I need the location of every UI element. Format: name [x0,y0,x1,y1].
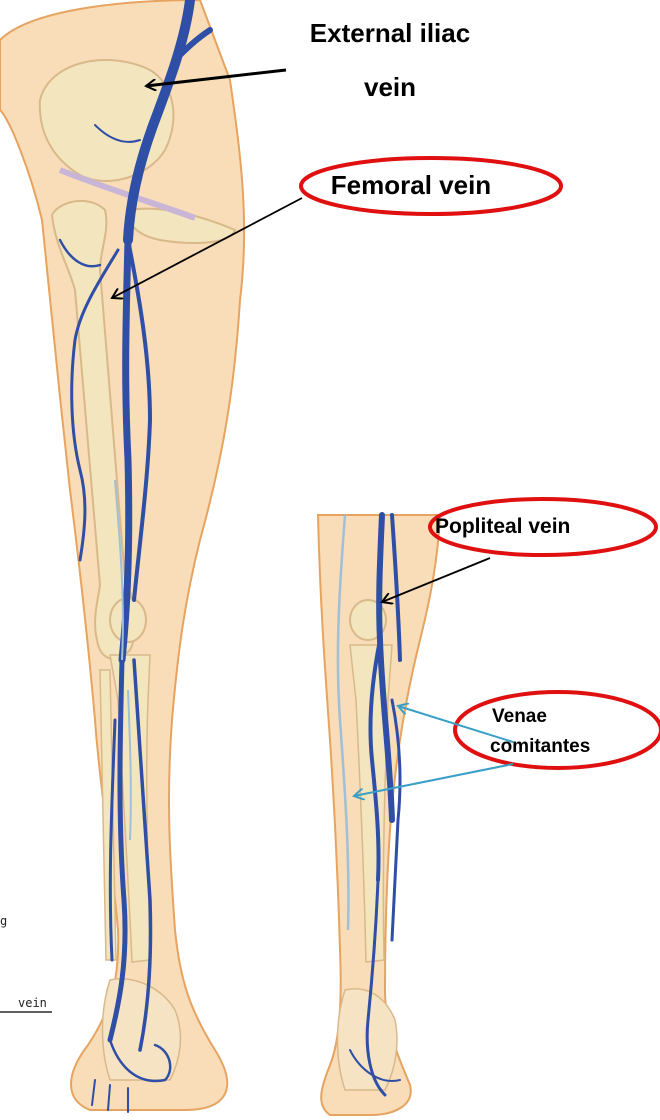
venae-comitantes-label-line1: Venae [492,706,572,728]
femoral-vein-label: Femoral vein [306,170,516,201]
external-iliac-label-line2: vein [285,72,495,103]
venae-comitantes-label-line2: comitantes [490,736,640,758]
edge-text-fragment-2: vein [18,996,47,1010]
popliteal-vein-label: Popliteal vein [435,515,645,539]
edge-text-fragment-1: g [0,914,7,928]
left-leg-illustration [0,0,244,1112]
external-iliac-label-line1: External iliac [285,18,495,49]
right-leg-illustration [318,515,440,1115]
